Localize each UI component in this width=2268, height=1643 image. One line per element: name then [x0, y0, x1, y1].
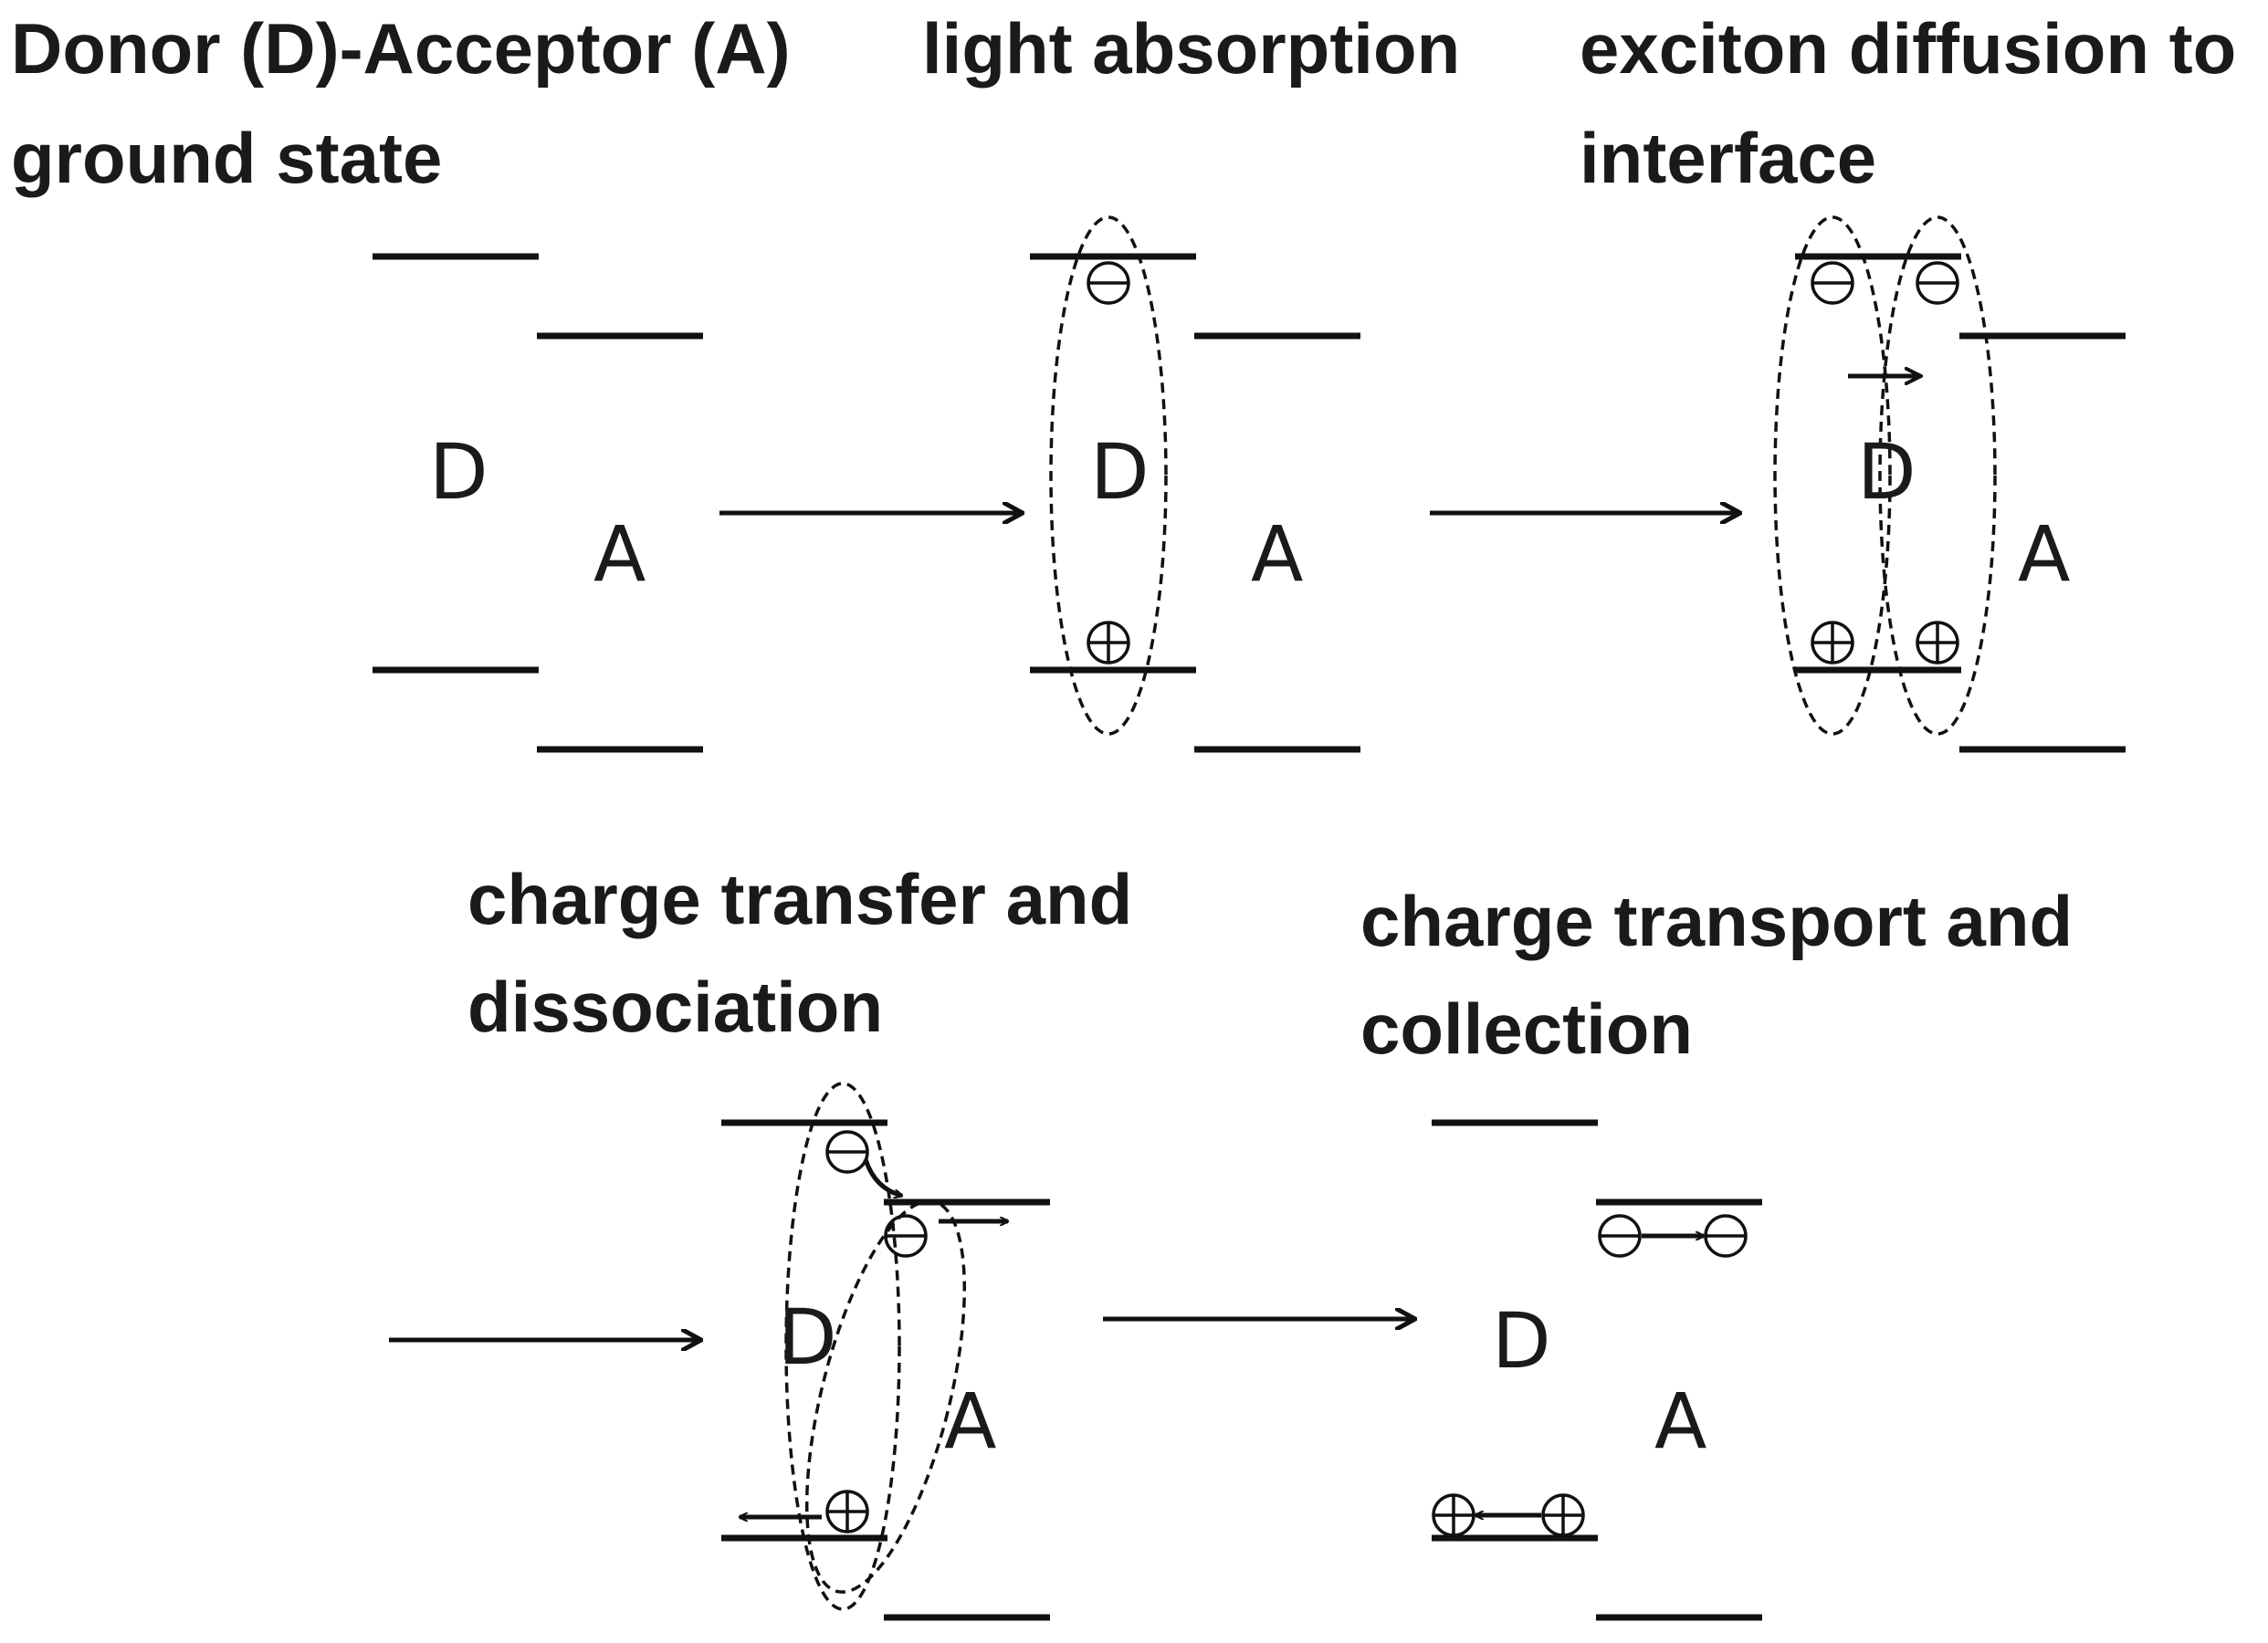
electron-symbol [884, 1214, 928, 1258]
hole-symbol [1087, 621, 1130, 665]
electron-symbol [825, 1130, 869, 1174]
hole-symbol [1541, 1493, 1585, 1537]
title-line1: charge transport and [1360, 881, 2073, 961]
title-line1: light absorption [922, 8, 1460, 89]
donor-label: D [778, 1292, 837, 1382]
hole-symbol [1811, 621, 1854, 665]
title-line2: ground state [11, 118, 442, 198]
electron-transfer-arrow [863, 1158, 902, 1196]
panel-light-absorption: light absorption D A [922, 8, 1460, 753]
panel-ground-state: Donor (D)-Acceptor (A) ground state D A [11, 8, 791, 753]
title-line2: collection [1360, 989, 1693, 1069]
title-line1: Donor (D)-Acceptor (A) [11, 8, 791, 89]
acceptor-label: A [1251, 509, 1303, 599]
acceptor-label: A [1654, 1376, 1706, 1466]
title-line2: dissociation [467, 967, 883, 1047]
acceptor-label: A [944, 1376, 996, 1466]
donor-label: D [1857, 427, 1916, 517]
hole-symbol [1432, 1493, 1475, 1537]
exciton-ellipse-interface [1878, 215, 1997, 736]
panel-exciton-diffusion: exciton diffusion to interface D A [1580, 8, 2236, 753]
acceptor-label: A [2018, 509, 2070, 599]
title-line1: exciton diffusion to [1580, 8, 2236, 89]
charge-transfer-state-ellipse [804, 1199, 967, 1594]
exciton-ellipse [784, 1082, 901, 1611]
exciton-ellipse [1049, 215, 1168, 736]
panel-charge-transport: charge transport and collection D A [1360, 881, 2073, 1621]
hole-symbol [1916, 621, 1959, 665]
panel-charge-transfer: charge transfer and dissociation D A [389, 859, 1132, 1621]
acceptor-label: A [593, 509, 646, 599]
donor-label: D [1492, 1296, 1551, 1386]
donor-label: D [429, 427, 488, 517]
title-line1: charge transfer and [467, 859, 1132, 939]
electron-symbol [1916, 261, 1959, 305]
electron-symbol [1087, 261, 1130, 305]
exciton-ellipse-start [1773, 215, 1892, 736]
electron-symbol [1811, 261, 1854, 305]
electron-symbol [1598, 1214, 1642, 1258]
donor-label: D [1090, 427, 1150, 517]
hole-symbol [825, 1490, 869, 1533]
title-line2: interface [1580, 118, 1876, 198]
electron-symbol [1704, 1214, 1748, 1258]
